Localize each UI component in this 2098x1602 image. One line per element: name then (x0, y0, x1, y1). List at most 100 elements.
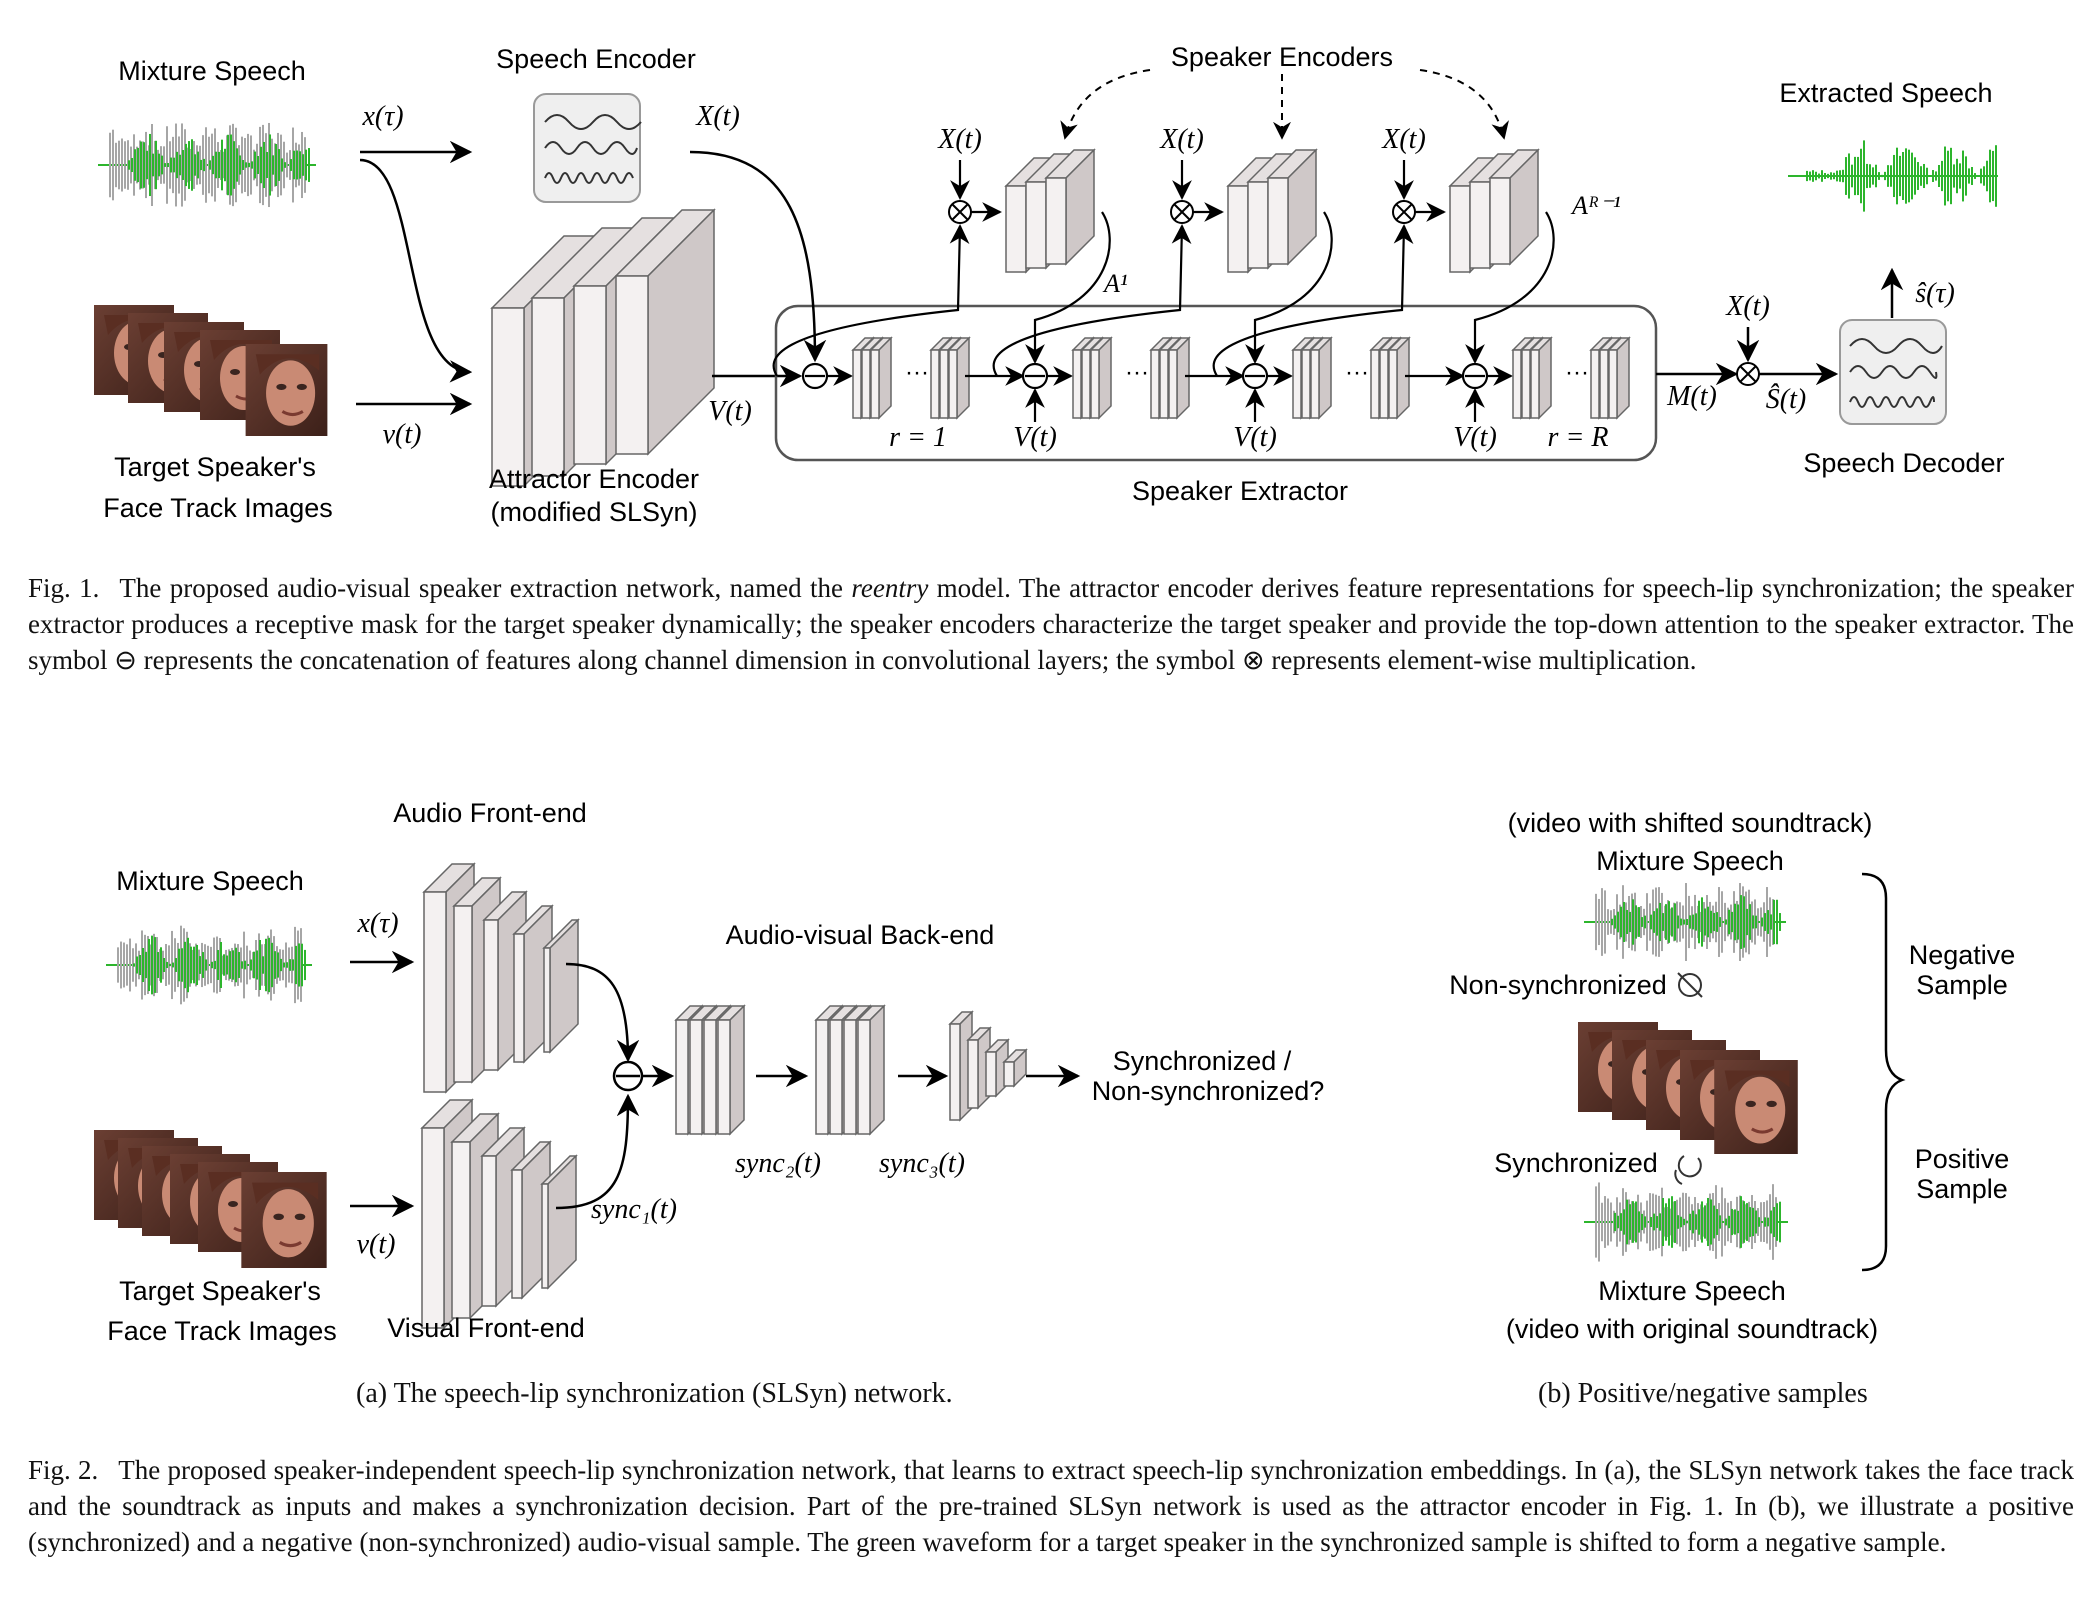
fig2a-subcaption: (a) The speech-lip synchronization (SLSy… (356, 1378, 953, 1409)
concat-icon (1461, 362, 1489, 390)
extractor-block (1167, 336, 1191, 420)
speech-encoder-label: Speech Encoder (496, 44, 696, 74)
sync3-label: sync₃(t) (879, 1148, 965, 1179)
target-speaker-label-line1: Target Speaker's (114, 452, 316, 482)
brace-icon (1861, 872, 1906, 1272)
extracted-speech-label: Extracted Speech (1779, 78, 1992, 108)
s-hat-tau-label: ŝ(τ) (1915, 278, 1955, 309)
AR1-label: Aᴿ⁻¹ (1570, 191, 1621, 220)
svg-text:···: ··· (905, 359, 929, 386)
speech-encoder-icon (533, 93, 642, 203)
r1-label: r = 1 (889, 422, 947, 453)
extractor-block (947, 336, 971, 420)
fig2-caption-num: Fig. 2. (28, 1455, 99, 1485)
attractor-encoder-blocks (490, 208, 716, 488)
speaker-extractor-box (774, 304, 1658, 462)
speaker-encoder-block (1266, 148, 1318, 266)
M-t-label: M(t) (1666, 381, 1717, 412)
av-backend-block (1002, 1048, 1028, 1088)
av-backend-blocks (674, 1004, 1028, 1136)
mixture-speech-label: Mixture Speech (118, 56, 306, 86)
speaker-encoders-label: Speaker Encoders (1171, 42, 1393, 72)
fig1-caption-em: reentry (851, 573, 929, 603)
negative-sample-line2: Sample (1916, 970, 2008, 1000)
no-sync-icon (1677, 972, 1703, 998)
target-face-images-2a (94, 1130, 328, 1268)
mixture-waveform-icon (98, 122, 316, 208)
audio-frontend-blocks (422, 862, 580, 1094)
A1-label: A¹ (1102, 269, 1128, 298)
multiply-icon (1170, 200, 1194, 224)
speech-decoder-icon (1839, 319, 1947, 425)
visual-frontend-block (540, 1154, 578, 1290)
V-t-input-label: V(t) (1013, 422, 1057, 453)
x-tau-label: x(τ) (361, 101, 403, 132)
X-t-label: X(t) (695, 101, 740, 132)
mixture-speech-bottom-label: Mixture Speech (1598, 1276, 1786, 1306)
original-label: (video with original soundtrack) (1506, 1314, 1878, 1344)
svg-text:···: ··· (1565, 359, 1589, 386)
original-waveform-icon (1584, 1182, 1788, 1262)
target-speaker-label-line2: Face Track Images (103, 493, 333, 523)
concat-icon (801, 362, 829, 390)
svg-text:···: ··· (1345, 359, 1369, 386)
attractor-block (614, 208, 716, 456)
fig2b-subcaption: (b) Positive/negative samples (1538, 1378, 1868, 1409)
sync-question-line1: Synchronized / (1113, 1046, 1292, 1076)
extractor-block (1387, 336, 1411, 420)
shifted-label: (video with shifted soundtrack) (1508, 808, 1873, 838)
fig2-caption-text: The proposed speaker-independent speech-… (28, 1455, 2074, 1557)
shifted-waveform-icon (1584, 883, 1786, 961)
extractor-block (1607, 336, 1631, 420)
attractor-encoder-label-line1: Attractor Encoder (489, 464, 699, 494)
extractor-block (1089, 336, 1113, 420)
sync-icon (1674, 1155, 1702, 1185)
fig1-caption-pre: The proposed audio-visual speaker extrac… (119, 573, 852, 603)
X-t-encoder-label: X(t) (1381, 124, 1426, 155)
speaker-extractor-label: Speaker Extractor (1132, 476, 1348, 506)
extractor-block (869, 336, 893, 420)
sync2-label: sync₂(t) (735, 1148, 821, 1179)
speaker-encoder-blocks: X(t) X(t) X(t) A¹ Aᴿ⁻¹ (772, 124, 1621, 377)
multiply-icon (1736, 362, 1760, 386)
positive-sample-line1: Positive (1915, 1144, 2010, 1174)
sync1-label: sync₁(t) (591, 1194, 677, 1225)
mixture-waveform-2a-icon (106, 925, 312, 1005)
concat-icon (612, 1060, 644, 1092)
fig1-caption-num: Fig. 1. (28, 573, 100, 603)
V-t-input-label: V(t) (1453, 422, 1497, 453)
audio-frontend-label: Audio Front-end (393, 798, 587, 828)
sync-question-line2: Non-synchronized? (1092, 1076, 1325, 1106)
fig2-caption: Fig. 2.The proposed speaker-independent … (28, 1452, 2074, 1560)
av-backend-block (856, 1004, 886, 1136)
speech-decoder-label: Speech Decoder (1803, 448, 2004, 478)
v-t-label: v(t) (383, 419, 422, 450)
extractor-block (1529, 336, 1553, 420)
visual-frontend-label: Visual Front-end (387, 1313, 585, 1343)
multiply-icon (1392, 200, 1416, 224)
target-face-images (94, 305, 329, 436)
concat-icon (1021, 362, 1049, 390)
negative-sample-line1: Negative (1909, 940, 2016, 970)
target-speaker-2a-line1: Target Speaker's (119, 1276, 321, 1306)
x-tau-2a-label: x(τ) (356, 908, 398, 939)
X-t-encoder-label: X(t) (1159, 124, 1204, 155)
speaker-encoder-block (1044, 148, 1096, 266)
mixture-speech-2a-label: Mixture Speech (116, 866, 304, 896)
positive-sample-line2: Sample (1916, 1174, 2008, 1204)
S-hat-t-label: Ŝ(t) (1766, 384, 1806, 415)
fig1-caption-post: model. The attractor encoder derives fea… (28, 573, 2074, 675)
rR-label: r = R (1548, 422, 1609, 453)
target-face-images-2b (1578, 1022, 1798, 1154)
extractor-block (1309, 336, 1333, 420)
concat-icon (1241, 362, 1269, 390)
av-backend-block (716, 1004, 746, 1136)
fig1-caption: Fig. 1. The proposed audio-visual speaker… (28, 570, 2074, 678)
X-t-decoder-label: X(t) (1725, 291, 1770, 322)
target-speaker-2a-line2: Face Track Images (107, 1316, 337, 1346)
X-t-encoder-label: X(t) (937, 124, 982, 155)
mixture-speech-top-label: Mixture Speech (1596, 846, 1784, 876)
V-t-input-label: V(t) (1233, 422, 1277, 453)
speaker-encoder-block (1488, 148, 1540, 266)
